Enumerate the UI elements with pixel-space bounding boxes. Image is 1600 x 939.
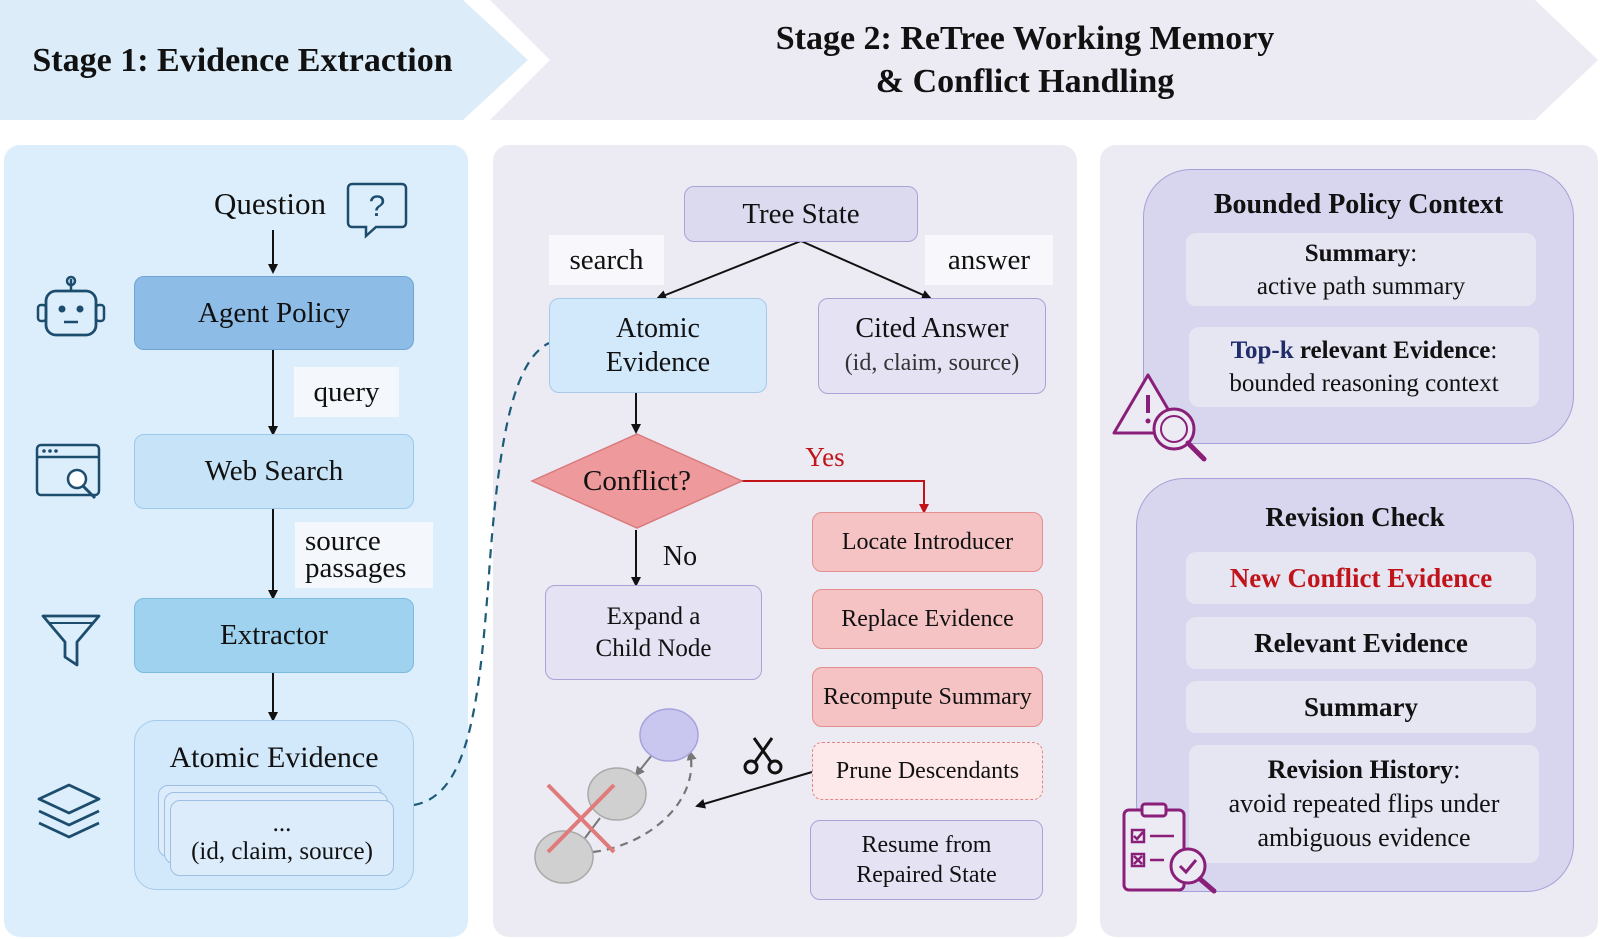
stage2-title-line1: Stage 2: ReTree Working Memory: [775, 20, 1275, 57]
yes-label: Yes: [805, 441, 845, 472]
search-label: search: [549, 235, 664, 285]
history-colon: :: [1453, 755, 1461, 784]
history-label: Revision History: [1267, 755, 1454, 784]
expand-line2: Child Node: [595, 634, 712, 662]
summary-heading: Summary:: [1305, 237, 1418, 270]
cited-answer-title: Cited Answer: [855, 313, 1009, 344]
recompute-summary-node: Recompute Summary: [812, 667, 1043, 727]
topk-label: Top-k: [1230, 337, 1294, 364]
tree-node-pruned-1: [587, 767, 647, 821]
warning-search-icon: [1110, 371, 1210, 467]
question-label: Question: [214, 186, 326, 221]
tree-node-pruned-2: [534, 830, 594, 884]
web-search-node: Web Search: [134, 434, 414, 509]
prune-descendants-node: Prune Descendants: [812, 742, 1043, 800]
new-conflict-box: New Conflict Evidence: [1186, 552, 1536, 604]
resume-node: Resume from Repaired State: [810, 820, 1043, 900]
topk-rest: relevant Evidence: [1293, 337, 1491, 364]
atomic-evidence-node: Atomic Evidence: [549, 298, 767, 393]
svg-text:?: ?: [369, 190, 386, 223]
topk-box: Top-k relevant Evidence: bounded reasoni…: [1189, 327, 1539, 407]
cited-answer-node: Cited Answer (id, claim, source): [818, 298, 1046, 394]
robot-icon: [36, 275, 106, 343]
topk-desc: bounded reasoning context: [1229, 370, 1499, 397]
expand-line1: Expand a: [606, 602, 701, 630]
stage2-banner: [490, 0, 1598, 120]
expand-child-node: Expand a Child Node: [545, 585, 762, 680]
tree-state-node: Tree State: [684, 186, 918, 242]
cited-answer-tuple: (id, claim, source): [844, 350, 1020, 376]
scissors-icon: [742, 735, 784, 777]
bounded-policy-title: Bounded Policy Context: [1213, 189, 1504, 220]
atomic-evidence-title: Atomic Evidence: [169, 741, 379, 774]
resume-line2: Repaired State: [856, 862, 997, 888]
browser-search-icon: [35, 443, 103, 501]
locate-introducer-node: Locate Introducer: [812, 512, 1043, 572]
summary-desc: active path summary: [1256, 272, 1466, 300]
clipboard-check-icon: [1120, 800, 1220, 895]
revision-history-box: Revision History: avoid repeated flips u…: [1189, 745, 1539, 863]
agent-policy-node: Agent Policy: [134, 276, 414, 350]
summary-label: Summary: [1304, 239, 1411, 267]
query-label: query: [294, 367, 399, 417]
replace-evidence-node: Replace Evidence: [812, 589, 1043, 649]
history-heading: Revision History:: [1268, 753, 1461, 787]
atomic-evidence-node-line1: Atomic: [616, 312, 700, 344]
summary-box: Summary: active path summary: [1186, 233, 1536, 306]
summary2-box: Summary: [1186, 681, 1536, 733]
revision-check-title: Revision Check: [1265, 501, 1445, 532]
history-desc-1: avoid repeated flips under: [1228, 789, 1500, 818]
tree-node-root: [639, 708, 699, 762]
relevant-evidence-box: Relevant Evidence: [1186, 617, 1536, 669]
no-label: No: [662, 541, 698, 572]
answer-label: answer: [925, 235, 1053, 285]
layers-icon: [35, 782, 103, 842]
source-passages-line2: passages: [305, 552, 407, 584]
stage2-title-line2: & Conflict Handling: [875, 63, 1175, 100]
evidence-card: ... (id, claim, source): [170, 800, 394, 876]
topk-heading: Top-k relevant Evidence:: [1231, 334, 1498, 367]
history-desc-2: ambiguous evidence: [1257, 823, 1471, 852]
evidence-tuple: (id, claim, source): [191, 838, 373, 865]
stage1-banner: [0, 0, 528, 120]
stage1-title: Stage 1: Evidence Extraction: [32, 41, 453, 79]
evidence-ellipsis: ...: [272, 810, 292, 837]
extractor-node: Extractor: [134, 598, 414, 673]
conflict-label: Conflict?: [583, 464, 691, 497]
summary-colon: :: [1410, 239, 1418, 267]
conflict-diamond: [530, 433, 744, 529]
stage2-title: Stage 2: ReTree Working Memory & Conflic…: [700, 16, 1350, 104]
source-passages-label: source passages: [295, 522, 433, 588]
question-bubble-icon: ?: [346, 181, 408, 239]
topk-colon: :: [1490, 337, 1498, 364]
atomic-evidence-node-line2: Evidence: [605, 346, 711, 378]
source-passages-line1: source: [305, 525, 381, 557]
resume-line1: Resume from: [861, 832, 992, 858]
funnel-icon: [40, 612, 102, 668]
